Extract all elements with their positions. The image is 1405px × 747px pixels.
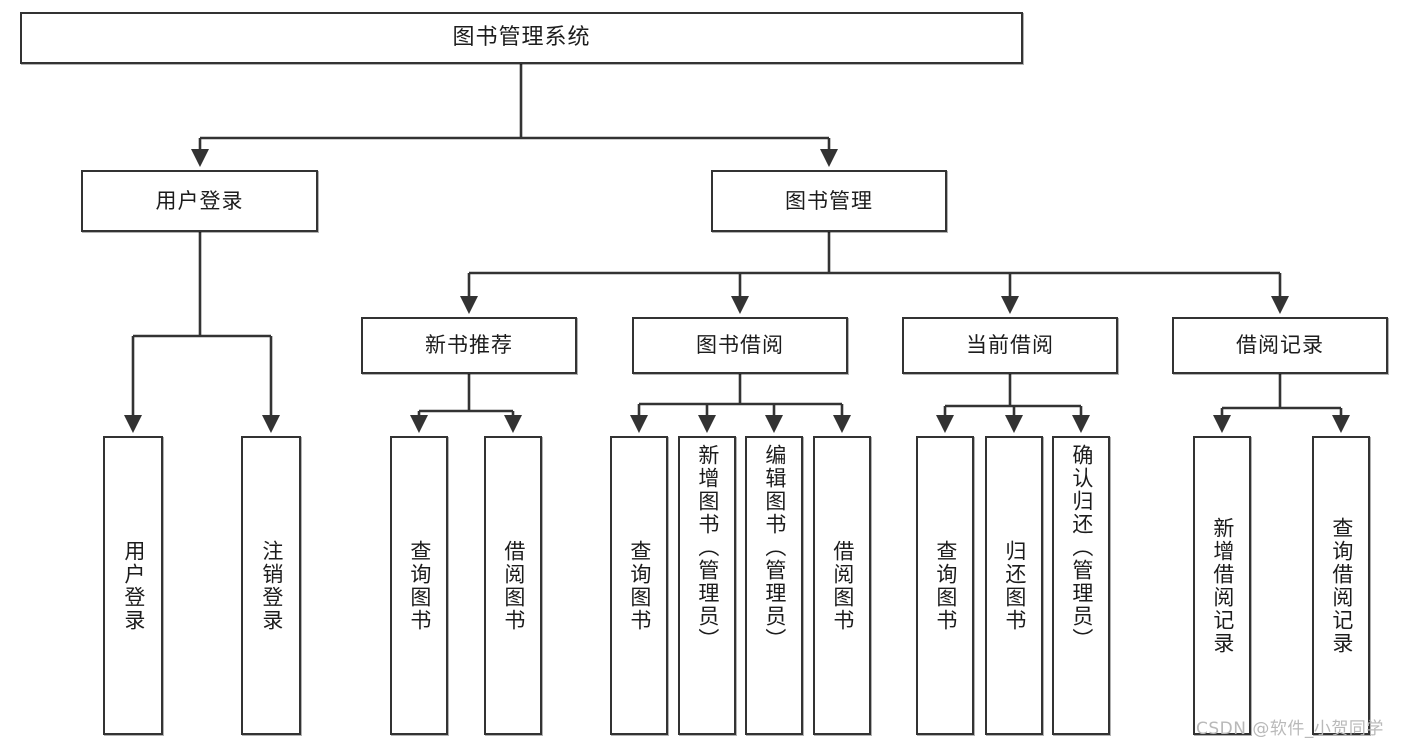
node-leaf-borrow-query-book-label: 查询图书 — [627, 539, 652, 632]
node-leaf-rec-add-record-label: 新增借阅记录 — [1210, 516, 1235, 655]
node-book-borrow[interactable]: 图书借阅 — [632, 317, 848, 374]
node-leaf-user-logout-label: 注销登录 — [259, 539, 284, 632]
node-book-manage-label: 图书管理 — [785, 188, 873, 213]
node-leaf-cur-return-book-label: 归还图书 — [1002, 539, 1027, 632]
node-leaf-rec-query-book[interactable]: 查询图书 — [390, 436, 448, 735]
node-leaf-rec-query-book-label: 查询图书 — [407, 539, 432, 632]
csdn-watermark: CSDN @软件_小贺同学 — [1196, 719, 1384, 739]
node-leaf-borrow-borrow-book[interactable]: 借阅图书 — [813, 436, 871, 735]
node-root[interactable]: 图书管理系统 — [20, 12, 1023, 64]
node-leaf-borrow-edit-book-label: 编辑图书（管理员） — [762, 444, 787, 651]
node-leaf-cur-return-book[interactable]: 归还图书 — [985, 436, 1043, 735]
node-borrow-record-label: 借阅记录 — [1236, 333, 1324, 358]
node-root-label: 图书管理系统 — [452, 25, 591, 51]
node-leaf-user-login-label: 用户登录 — [121, 539, 146, 632]
node-leaf-borrow-borrow-book-label: 借阅图书 — [830, 539, 855, 632]
node-current-borrow-label: 当前借阅 — [966, 333, 1054, 358]
node-new-book-recommend[interactable]: 新书推荐 — [361, 317, 577, 374]
node-user-login-label: 用户登录 — [155, 188, 244, 213]
node-leaf-user-login[interactable]: 用户登录 — [103, 436, 163, 735]
node-leaf-rec-query-record-label: 查询借阅记录 — [1329, 516, 1354, 655]
node-book-manage[interactable]: 图书管理 — [711, 170, 947, 232]
node-leaf-rec-borrow-book[interactable]: 借阅图书 — [484, 436, 542, 735]
node-leaf-rec-borrow-book-label: 借阅图书 — [501, 539, 526, 632]
node-leaf-borrow-query-book[interactable]: 查询图书 — [610, 436, 668, 735]
node-new-book-recommend-label: 新书推荐 — [425, 333, 513, 358]
node-leaf-cur-confirm-return-label: 确认归还（管理员） — [1069, 444, 1094, 651]
node-leaf-cur-query-book-label: 查询图书 — [933, 539, 958, 632]
node-leaf-borrow-edit-book[interactable]: 编辑图书（管理员） — [745, 436, 803, 735]
node-leaf-user-logout[interactable]: 注销登录 — [241, 436, 301, 735]
node-book-borrow-label: 图书借阅 — [696, 333, 784, 358]
node-user-login[interactable]: 用户登录 — [81, 170, 318, 232]
node-current-borrow[interactable]: 当前借阅 — [902, 317, 1118, 374]
node-leaf-cur-confirm-return[interactable]: 确认归还（管理员） — [1052, 436, 1110, 735]
node-leaf-rec-query-record[interactable]: 查询借阅记录 — [1312, 436, 1370, 735]
node-leaf-cur-query-book[interactable]: 查询图书 — [916, 436, 974, 735]
node-leaf-borrow-add-book-label: 新增图书（管理员） — [695, 444, 720, 651]
node-leaf-rec-add-record[interactable]: 新增借阅记录 — [1193, 436, 1251, 735]
node-borrow-record[interactable]: 借阅记录 — [1172, 317, 1388, 374]
node-leaf-borrow-add-book[interactable]: 新增图书（管理员） — [678, 436, 736, 735]
